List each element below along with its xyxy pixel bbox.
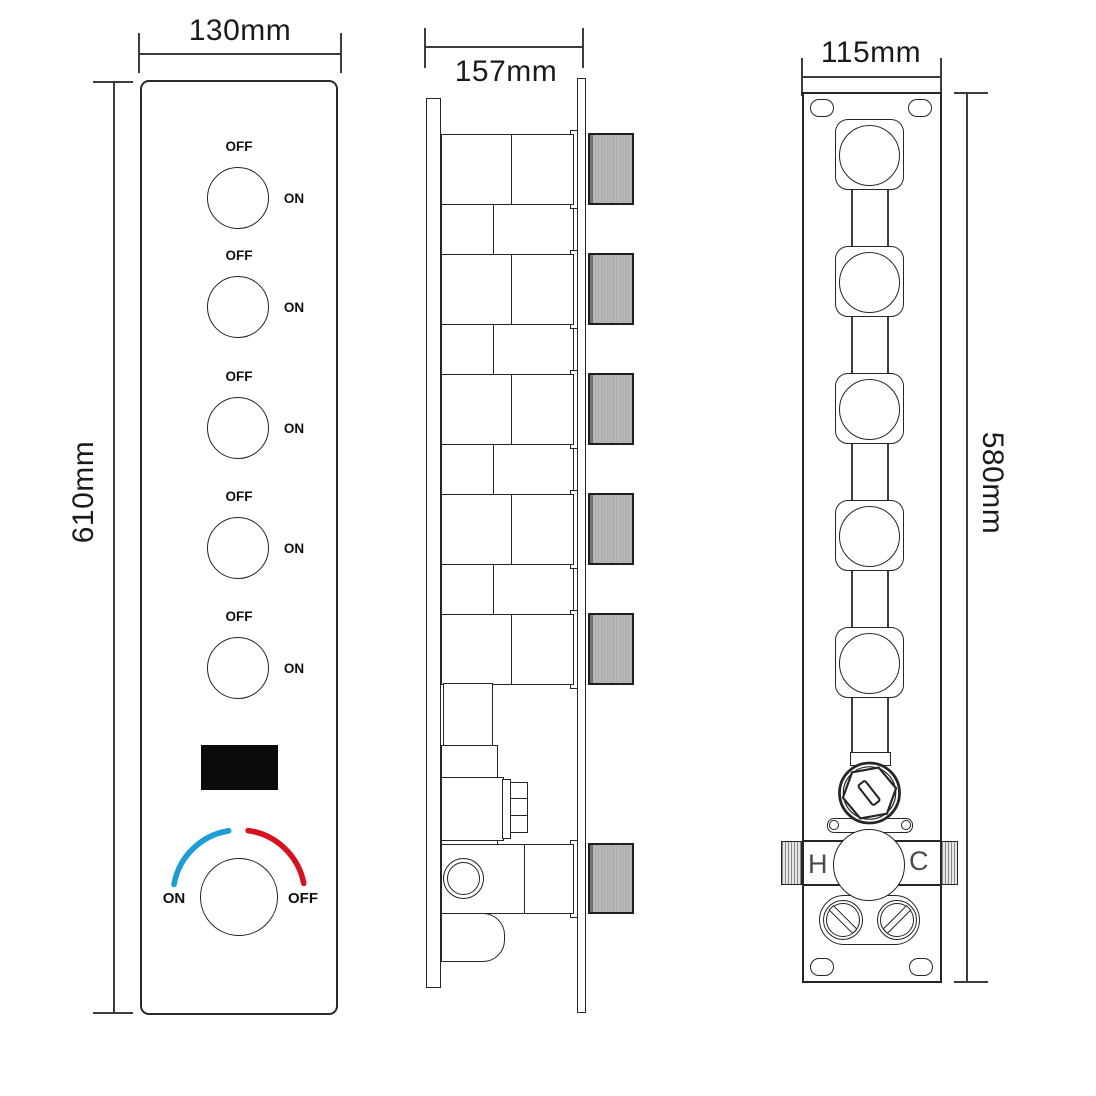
dim-line	[966, 93, 968, 982]
knob-profile	[588, 493, 634, 565]
on-label: ON	[283, 661, 305, 676]
hex-fitting-profile	[510, 782, 528, 833]
mounting-slot	[908, 99, 932, 117]
knob-profile	[588, 253, 634, 325]
valve-module	[835, 627, 904, 698]
cold-inlet-thread	[941, 841, 958, 885]
dim-tick	[940, 58, 942, 96]
dim-tick	[954, 92, 988, 94]
thermo-cartridge-body	[441, 777, 504, 841]
manifold-rail	[887, 190, 889, 247]
hot-arc	[245, 827, 307, 887]
dim-line	[113, 82, 115, 1014]
knob-profile	[588, 133, 634, 205]
mixer-center-boss	[833, 829, 905, 901]
front-height-dim-label: 610mm	[67, 440, 100, 544]
knob-profile	[588, 613, 634, 685]
bottom-pipe	[441, 913, 505, 962]
valve-body	[441, 374, 574, 445]
manifold-connector	[441, 204, 574, 255]
manifold-rail	[887, 444, 889, 501]
valve-port-circle	[839, 506, 900, 567]
hot-inlet-label: H	[808, 849, 828, 879]
valve-port-circle	[839, 633, 900, 694]
valve-knob	[207, 637, 269, 699]
pipe-segment	[443, 683, 493, 746]
front-plate-profile	[577, 78, 586, 1013]
side-depth-dim-label: 157mm	[454, 55, 558, 88]
on-label: ON	[283, 421, 305, 436]
mounting-slot	[810, 958, 834, 976]
valve-body	[441, 134, 574, 205]
cartridge-slot	[857, 780, 881, 806]
hot-inlet-thread	[781, 841, 802, 885]
bracket-screw-hole	[829, 820, 839, 830]
off-label: OFF	[225, 609, 253, 624]
off-label: OFF	[225, 248, 253, 263]
valve-knob	[207, 276, 269, 338]
dim-tick	[138, 33, 140, 73]
lcd-display	[201, 745, 278, 790]
temp-on-label: ON	[162, 890, 186, 907]
valve-module	[835, 246, 904, 317]
dim-tick	[93, 81, 133, 83]
valve-module	[835, 500, 904, 571]
valve-knob	[207, 397, 269, 459]
valve-body	[441, 254, 574, 325]
manifold-connector	[441, 564, 574, 615]
valve-module	[835, 373, 904, 444]
manifold-rail	[851, 444, 853, 501]
cold-inlet-label: C	[909, 846, 929, 876]
off-label: OFF	[225, 139, 253, 154]
dim-tick	[582, 28, 584, 68]
dim-tick	[801, 58, 803, 96]
manifold-rail	[887, 698, 889, 754]
valve-port-circle	[839, 379, 900, 440]
temp-arc-gauge	[171, 827, 307, 888]
dim-tick	[424, 28, 426, 68]
manifold-rail	[887, 571, 889, 628]
valve-body	[441, 614, 574, 685]
mounting-slot	[909, 958, 933, 976]
hex-cartridge	[838, 761, 901, 825]
valve-port-circle	[839, 252, 900, 313]
temp-knob	[200, 858, 278, 936]
manifold-connector	[441, 444, 574, 495]
dim-line	[139, 53, 342, 55]
inlet-port-inner	[447, 862, 480, 895]
front-width-dim-label: 130mm	[188, 14, 292, 47]
manifold-rail	[851, 190, 853, 247]
dim-tick	[954, 981, 988, 983]
valve-port-circle	[839, 125, 900, 186]
dim-line	[802, 76, 942, 78]
rear-bar	[426, 98, 441, 988]
dim-tick	[340, 33, 342, 73]
back-height-dim-label: 580mm	[976, 431, 1009, 535]
temp-off-label: OFF	[288, 890, 318, 907]
manifold-rail	[887, 317, 889, 374]
cold-arc	[171, 828, 232, 888]
back-width-dim-label: 115mm	[820, 36, 922, 69]
off-label: OFF	[225, 369, 253, 384]
manifold-rail	[851, 571, 853, 628]
valve-module	[835, 119, 904, 190]
valve-body	[441, 494, 574, 565]
valve-knob	[207, 517, 269, 579]
knob-profile	[588, 373, 634, 445]
pipe-segment	[441, 745, 498, 778]
mounting-slot	[810, 99, 834, 117]
off-label: OFF	[225, 489, 253, 504]
dim-line	[425, 46, 584, 48]
manifold-rail	[851, 317, 853, 374]
on-label: ON	[283, 300, 305, 315]
valve-knob	[207, 167, 269, 229]
on-label: ON	[283, 191, 305, 206]
on-label: ON	[283, 541, 305, 556]
manifold-connector	[441, 324, 574, 375]
bracket-screw-hole	[901, 820, 911, 830]
dim-tick	[93, 1012, 133, 1014]
manifold-rail	[851, 698, 853, 754]
temp-knob-profile	[588, 843, 634, 914]
